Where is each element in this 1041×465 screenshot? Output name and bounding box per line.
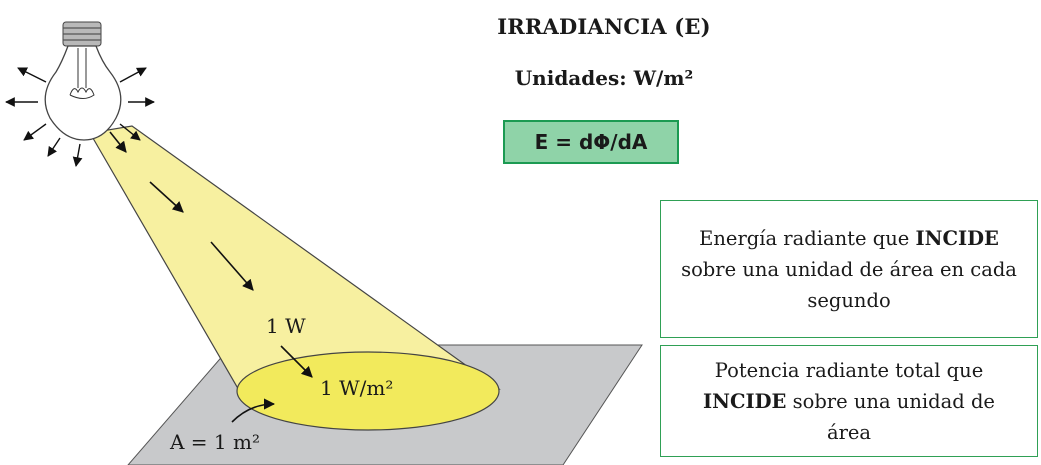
area-label: A = 1 m² (170, 430, 260, 454)
power-label: 1 W (266, 314, 306, 338)
definition-text: sobre una unidad de área (786, 389, 995, 444)
definition-text: Potencia radiante total que (714, 358, 984, 382)
units-label: Unidades: W/m² (514, 66, 694, 90)
page-title: IRRADIANCIA (E) (497, 14, 711, 39)
formula-box: E = dΦ/dA (503, 120, 679, 164)
irradiance-label: 1 W/m² (320, 376, 394, 400)
definition-text: sobre una unidad de área en cada segundo (681, 257, 1017, 312)
beam-flow-arrows (109, 131, 313, 423)
light-bulb-icon (44, 21, 122, 141)
definition-text: Energía radiante que (699, 226, 916, 250)
bulb-ray-arrows (5, 67, 155, 167)
definition-box-energy: Energía radiante que INCIDE sobre una un… (660, 200, 1038, 338)
definition-keyword: INCIDE (915, 226, 999, 250)
definition-box-power: Potencia radiante total que INCIDE sobre… (660, 345, 1038, 457)
definition-keyword: INCIDE (703, 389, 787, 413)
light-beam (89, 125, 501, 393)
